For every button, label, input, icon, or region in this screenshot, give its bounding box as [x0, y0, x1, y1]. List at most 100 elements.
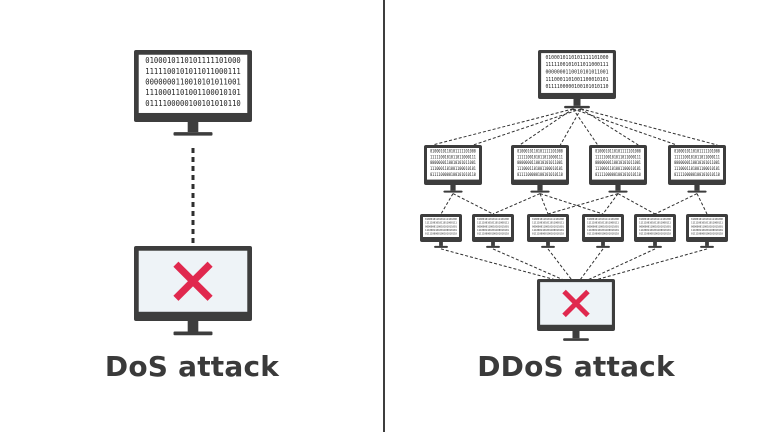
dashed-connection	[440, 248, 560, 282]
dashed-connection	[559, 108, 582, 146]
monitor-neck	[537, 185, 543, 191]
dashed-connection	[578, 248, 604, 282]
cross-icon	[173, 261, 213, 301]
binary-code-line: 0111100000100101010110	[587, 232, 619, 236]
ddos-caption: DDoS attack	[477, 350, 675, 383]
dashed-connection	[580, 108, 639, 146]
monitor-base	[173, 331, 213, 336]
binary-code-line: 1111100101011011000111	[477, 221, 509, 225]
monitor-base	[443, 190, 463, 193]
binary-code-line: 0000000110010101011001	[587, 224, 619, 228]
monitor-base	[648, 245, 662, 248]
monitor-screen	[138, 54, 248, 113]
binary-code-line: 0100010110101111101000	[425, 217, 457, 221]
monitor-base	[700, 245, 714, 248]
monitor-base	[173, 132, 213, 136]
monitor-neck	[615, 185, 621, 191]
dashed-connection	[432, 108, 574, 146]
binary-code-line: 0000000110010101011001	[145, 77, 241, 87]
binary-code-line: 1111100101011011000111	[595, 154, 641, 160]
monitor-screen	[427, 148, 479, 180]
monitor-screen	[689, 217, 725, 237]
monitor-neck	[573, 99, 581, 106]
monitor-screen	[514, 148, 566, 180]
ddos-handler-computer: 0100010110101111101000111110010101101100…	[511, 145, 569, 193]
dashed-connection	[602, 193, 619, 215]
dashed-connection	[473, 108, 582, 146]
ddos-bot-computer: 0100010110101111101000111110010101101100…	[527, 214, 569, 248]
binary-code-line: 0000000110010101011001	[517, 160, 563, 166]
binary-code-line: 0000000110010101011001	[595, 160, 641, 166]
binary-code-line: 0100010110101111101000	[587, 217, 619, 221]
dashed-connection	[617, 193, 656, 215]
binary-code-line: 0000000110010101011001	[425, 224, 457, 228]
ddos-bot-computer: 0100010110101111101000111110010101101100…	[420, 214, 462, 248]
binary-code-line: 0100010110101111101000	[532, 217, 564, 221]
monitor-screen	[585, 217, 621, 237]
binary-code-line: 1110001101001100010101	[545, 77, 608, 83]
monitor-base	[434, 245, 448, 248]
dashed-connection	[539, 193, 604, 215]
binary-code-line: 0100010110101111101000	[674, 149, 720, 155]
ddos-target-computer	[537, 279, 615, 341]
monitor-base	[608, 190, 628, 193]
binary-code-line: 1110001101001100010101	[691, 228, 723, 232]
binary-code-line: 0000000110010101011001	[691, 224, 723, 228]
monitor-neck	[450, 185, 456, 191]
ddos-handler-computer: 0100010110101111101000111110010101101100…	[668, 145, 726, 193]
binary-code-line: 0111100000100101010110	[639, 232, 671, 236]
machines: 0100010110101111101000111110010101101100…	[134, 50, 728, 341]
binary-code-line: 0111100000100101010110	[430, 172, 476, 178]
binary-code-line: 1111100101011011000111	[674, 154, 720, 160]
ddos-bot-computer: 0100010110101111101000111110010101101100…	[634, 214, 676, 248]
binary-code-line: 0111100000100101010110	[674, 172, 720, 178]
monitor-base	[563, 338, 589, 341]
monitor-neck	[439, 242, 443, 246]
dashed-connection	[440, 193, 454, 215]
dashed-connection	[572, 108, 599, 146]
monitor-base	[687, 190, 707, 193]
dashed-connection	[547, 193, 619, 215]
monitor-neck	[653, 242, 657, 246]
binary-code-line: 1111100101011011000111	[691, 221, 723, 225]
monitor-screen	[592, 148, 644, 180]
binary-code-line: 1111100101011011000111	[517, 154, 563, 160]
binary-code-line: 0111100000100101010110	[145, 98, 241, 108]
binary-code-line: 1110001101001100010101	[425, 228, 457, 232]
binary-code-line: 0000000110010101011001	[639, 224, 671, 228]
monitor-screen	[637, 217, 673, 237]
binary-code-line: 0100010110101111101000	[430, 149, 476, 155]
binary-code-line: 0111100000100101010110	[477, 232, 509, 236]
binary-code-line: 1110001101001100010101	[639, 228, 671, 232]
monitor-neck	[572, 331, 580, 339]
ddos-bot-computer: 0100010110101111101000111110010101101100…	[472, 214, 514, 248]
ddos-master-computer: 0100010110101111101000111110010101101100…	[538, 50, 616, 109]
ddos-bot-computer: 0100010110101111101000111110010101101100…	[686, 214, 728, 248]
binary-code-line: 1111100101011011000111	[587, 221, 619, 225]
dos-caption: DoS attack	[104, 350, 280, 383]
binary-code-line: 1110001101001100010101	[674, 166, 720, 172]
monitor-neck	[546, 242, 550, 246]
binary-code-line: 0111100000100101010110	[532, 232, 564, 236]
binary-code-line: 0100010110101111101000	[477, 217, 509, 221]
monitor-base	[564, 105, 590, 109]
binary-code-line: 1111100101011011000111	[532, 221, 564, 225]
binary-code-line: 1111100101011011000111	[425, 221, 457, 225]
monitor-screen	[423, 217, 459, 237]
monitor-neck	[601, 242, 605, 246]
binary-code-line: 0111100000100101010110	[691, 232, 723, 236]
dashed-connection	[696, 193, 708, 215]
binary-code-line: 1111100101011011000111	[545, 62, 608, 68]
dashed-connection	[580, 108, 718, 146]
binary-code-line: 1111100101011011000111	[639, 221, 671, 225]
dashed-connection	[519, 108, 574, 146]
binary-code-line: 0111100000100101010110	[595, 172, 641, 178]
monitor-screen	[671, 148, 723, 180]
binary-code-line: 0000000110010101011001	[532, 224, 564, 228]
binary-code-line: 0111100000100101010110	[517, 172, 563, 178]
binary-code-line: 0000000110010101011001	[430, 160, 476, 166]
binary-code-line: 1111100101011011000111	[145, 66, 241, 76]
binary-code-line: 1110001101001100010101	[595, 166, 641, 172]
binary-code-line: 0100010110101111101000	[517, 149, 563, 155]
